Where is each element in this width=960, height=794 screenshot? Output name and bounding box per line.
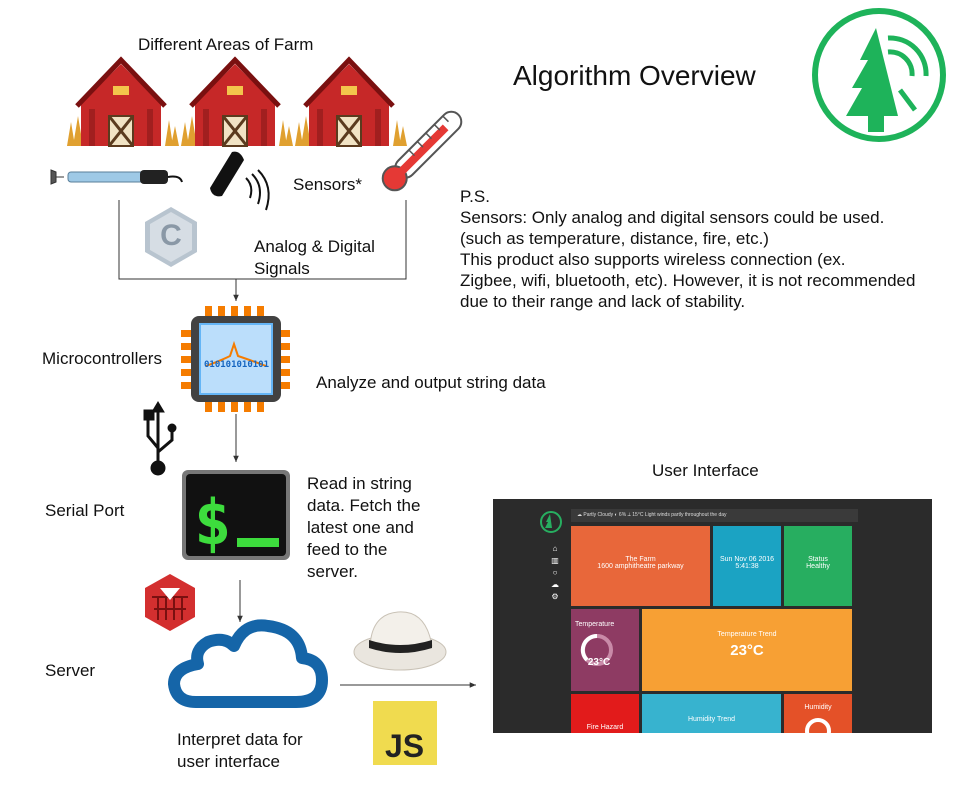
ps-line: due to their range and lack of stability… (460, 292, 746, 311)
date-text: Sun Nov 06 2016 (719, 556, 775, 563)
dashboard-screenshot: ⌂ ▥ ○ ☁ ⚙ ☁ Partly Cloudy ◐ 6% ⟂ 15°C Li… (493, 499, 932, 733)
chart-icon[interactable]: ▥ (551, 556, 559, 565)
wireless-sensor-icon (210, 151, 270, 211)
dashboard-topbar: ☁ Partly Cloudy ◐ 6% ⟂ 15°C Light winds … (571, 509, 858, 522)
ps-line: Sensors: Only analog and digital sensors… (460, 208, 885, 227)
date-tile[interactable]: Sun Nov 06 2016 5:41:38 (713, 526, 781, 606)
svg-text:$: $ (194, 486, 231, 559)
temperature-gauge (580, 633, 613, 666)
read-line: latest one and (307, 518, 414, 537)
barn-icon-2 (181, 60, 293, 146)
read-line: Read in string (307, 474, 412, 493)
cloud-icon[interactable]: ☁ (551, 580, 559, 589)
barn-icon-3 (295, 60, 407, 146)
c-language-icon: C (145, 207, 197, 267)
time-text: 5:41:38 (735, 563, 759, 570)
microcontrollers-label: Microcontrollers (42, 349, 162, 368)
serial-port-label: Serial Port (45, 501, 125, 520)
interpret-note: Interpret data for user interface (177, 729, 303, 773)
humidity-trend-tile[interactable]: Humidity Trend (642, 694, 781, 733)
read-line: data. Fetch the (307, 496, 421, 515)
interpret-line: user interface (177, 752, 280, 771)
humidity-label: Humidity (804, 704, 832, 711)
temperature-tile[interactable]: Temperature 23°C (571, 609, 639, 691)
sidebar-icons: ⌂ ▥ ○ ☁ ⚙ (551, 543, 559, 603)
temperature-label: Temperature (575, 621, 615, 628)
ps-line: (such as temperature, distance, fire, et… (460, 229, 769, 248)
user-interface-label: User Interface (652, 461, 759, 480)
svg-text:C: C (160, 219, 182, 252)
status-tile[interactable]: Status Healthy (784, 526, 852, 606)
trend-label: Temperature Trend (717, 631, 777, 638)
thermometer-icon (381, 110, 463, 192)
farm-title: The Farm (625, 556, 656, 563)
javascript-icon: JS (373, 701, 437, 765)
temperature-value: 23°C (587, 657, 611, 668)
status-label: Status (808, 556, 828, 563)
ps-line: Zigbee, wifi, bluetooth, etc). However, … (460, 271, 916, 290)
usb-icon (143, 401, 177, 476)
humidity-tile[interactable]: Humidity (784, 694, 852, 733)
areas-title: Different Areas of Farm (138, 35, 314, 54)
tree-signal-logo-icon (812, 8, 946, 142)
home-icon[interactable]: ⌂ (552, 544, 558, 553)
ruby-on-rails-icon (145, 574, 195, 631)
ps-note: P.S. Sensors: Only analog and digital se… (460, 186, 915, 312)
fire-hazard-tile[interactable]: Fire Hazard (571, 694, 639, 733)
circle-icon[interactable]: ○ (552, 568, 558, 577)
humidity-gauge (805, 718, 831, 733)
microcontroller-chip-icon (181, 306, 290, 412)
signals-line-2: Signals (254, 259, 310, 278)
chip-binary-text: 010101010101 (204, 360, 270, 370)
svg-text:JS: JS (385, 728, 424, 764)
barn-icon-1 (67, 60, 179, 146)
read-note: Read in string data. Fetch the latest on… (307, 473, 420, 583)
trend-value: 23°C (730, 642, 764, 659)
cloud-server-icon (168, 619, 328, 708)
temperature-trend-tile[interactable]: Temperature Trend 23°C (642, 609, 852, 691)
signals-line-1: Analog & Digital (254, 237, 375, 256)
analyze-label: Analyze and output string data (316, 373, 546, 392)
dashboard-logo-icon (540, 511, 562, 533)
farm-address: 1600 amphitheatre parkway (597, 563, 684, 570)
ps-line: This product also supports wireless conn… (460, 250, 846, 269)
humidity-trend-label: Humidity Trend (687, 716, 736, 723)
page-title: Algorithm Overview (513, 60, 756, 91)
read-line: server. (307, 562, 359, 581)
status-value: Healthy (806, 563, 830, 570)
server-label: Server (45, 661, 96, 680)
signals-label: Analog & Digital Signals (254, 236, 375, 280)
probe-sensor-icon (50, 169, 183, 185)
fedora-hat-icon (353, 611, 447, 671)
gear-icon[interactable]: ⚙ (551, 592, 559, 601)
read-line: feed to the (307, 540, 388, 559)
sensors-label: Sensors* (293, 175, 362, 194)
interpret-line: Interpret data for (177, 730, 303, 749)
fire-label: Fire Hazard (586, 724, 624, 731)
ps-line: P.S. (460, 187, 490, 206)
terminal-icon: $ (182, 470, 290, 560)
farm-tile[interactable]: The Farm 1600 amphitheatre parkway (571, 526, 710, 606)
